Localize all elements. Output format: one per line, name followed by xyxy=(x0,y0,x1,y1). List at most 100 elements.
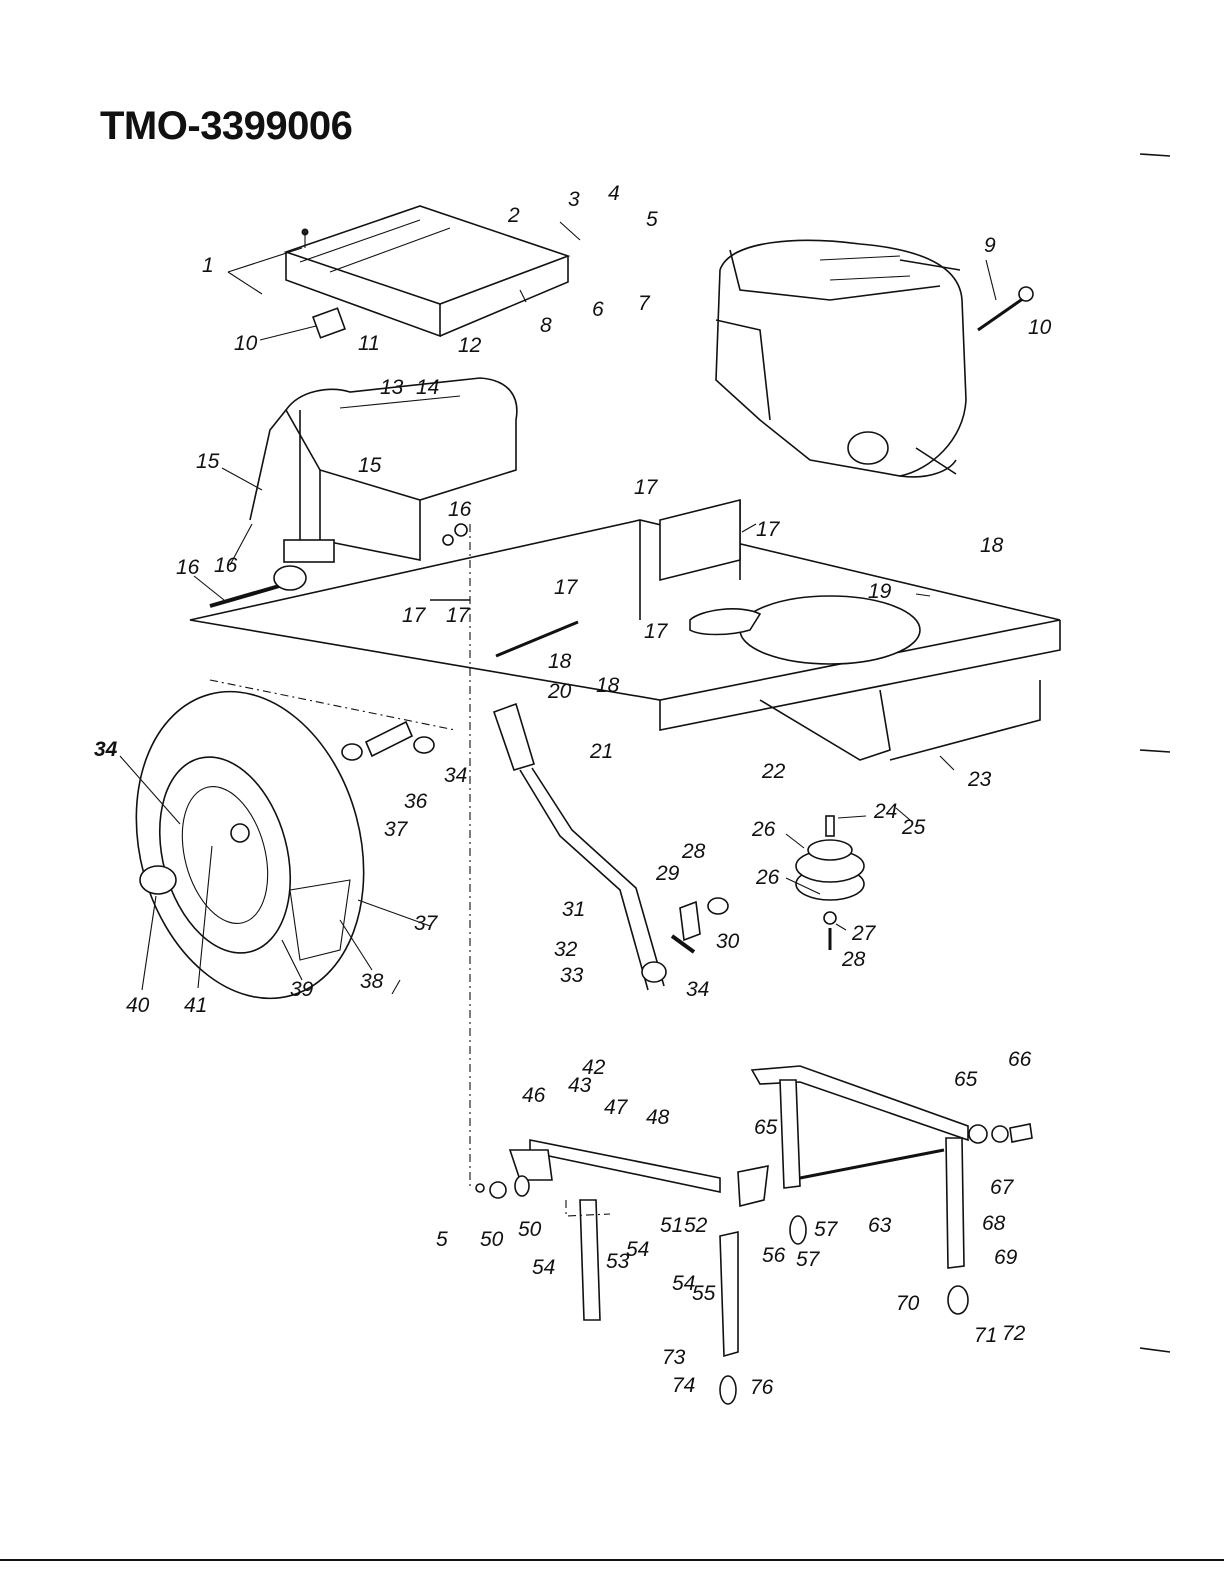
callout-72: 15 xyxy=(196,450,220,473)
callout-50: 42 xyxy=(582,1056,606,1079)
callout-48: 18 xyxy=(980,534,1004,557)
rear-wheel xyxy=(135,679,456,1000)
callout-17d: 53 xyxy=(606,1250,630,1273)
callout-16c: 73 xyxy=(662,1346,686,1369)
rear-axle xyxy=(209,523,579,658)
callout-37b: 66 xyxy=(1008,1048,1032,1071)
callout-1: 20 xyxy=(547,680,572,703)
callout-34: 57 xyxy=(796,1248,821,1271)
callout-37: 32 xyxy=(554,938,578,961)
margin-marks xyxy=(0,153,1224,1561)
wheel-spacers xyxy=(341,720,435,761)
callout-43: 17 xyxy=(756,518,781,541)
callout-13: 36 xyxy=(404,790,428,813)
callout-33: 2 xyxy=(507,204,520,227)
callout-16b: 68 xyxy=(982,1212,1006,1235)
callout-47: 40 xyxy=(126,994,150,1017)
callout-10b: 37 xyxy=(384,818,409,841)
callout-25: 22 xyxy=(761,760,786,783)
callout-20: 47 xyxy=(604,1096,629,1119)
engine xyxy=(715,239,1034,478)
callout-54b: 69 xyxy=(994,1246,1018,1269)
callout-52: 67 xyxy=(990,1176,1015,1199)
callout-4: 30 xyxy=(716,930,740,953)
callout-24: 26 xyxy=(751,818,776,841)
callout-23: 26 xyxy=(755,866,780,889)
callout-50b: 54 xyxy=(626,1238,649,1261)
model-title: TMO-3399006 xyxy=(100,104,353,148)
callout-42: 5 xyxy=(646,208,658,231)
callout-9: 24 xyxy=(873,800,897,823)
callout-56: 17 xyxy=(644,620,669,643)
callout-29: 34 xyxy=(94,738,118,761)
callout-73: 16 xyxy=(214,554,238,577)
callout-8: 10 xyxy=(1028,316,1052,339)
callout-57b: 5 xyxy=(436,1228,448,1251)
callout-22: 41 xyxy=(184,994,207,1017)
callout-32: 39 xyxy=(290,978,314,1001)
callout-3: 29 xyxy=(655,862,680,885)
callout-5b: 65 xyxy=(954,1068,978,1091)
callout-71: 8 xyxy=(540,314,552,337)
callout-27: 18 xyxy=(548,650,572,673)
callout-26b: 18 xyxy=(596,674,620,697)
callout-74: 7 xyxy=(638,292,651,315)
callout-39: 17 xyxy=(402,604,427,627)
callout-17b: 46 xyxy=(522,1084,546,1107)
callout-41: 23 xyxy=(967,768,992,791)
pedal-lever xyxy=(492,702,729,991)
lift-linkage xyxy=(469,524,1033,1405)
callout-57: 17 xyxy=(446,604,471,627)
callout-5: 28 xyxy=(681,840,706,863)
callout-40: 34 xyxy=(686,978,709,1001)
callout-53: 17 xyxy=(554,576,579,599)
callout-67: 13 xyxy=(380,376,404,399)
drive-pulley xyxy=(795,815,865,950)
callout-19: 50 xyxy=(480,1228,504,1251)
callout-69: 12 xyxy=(458,334,482,357)
callout-15b: 56 xyxy=(762,1244,786,1267)
callout-16: 65 xyxy=(754,1116,778,1139)
callout-30: 37 xyxy=(414,912,439,935)
callout-46: 19 xyxy=(868,580,892,603)
callout-21: 48 xyxy=(646,1106,670,1129)
callout-63: 4 xyxy=(608,182,620,205)
callout-66: 11 xyxy=(358,332,380,355)
callout-28: 3 xyxy=(568,188,580,211)
callout-76: 16 xyxy=(176,556,200,579)
main-frame xyxy=(189,259,1061,761)
callout-34b: 70 xyxy=(896,1292,920,1315)
callout-34c: 76 xyxy=(750,1376,774,1399)
callout-18c: 72 xyxy=(1002,1322,1026,1345)
callouts: 1 2 3 4 5 6 7 8 9 10 10 11 12 13 14 15 1… xyxy=(94,182,1052,1399)
callout-26: 1 xyxy=(202,254,214,277)
callout-12: 28 xyxy=(841,948,866,971)
callout-10: 34 xyxy=(444,764,467,787)
callout-51: 25 xyxy=(901,816,926,839)
callout-2: 21 xyxy=(589,740,613,763)
callout-65b: 15 xyxy=(358,454,382,477)
callout-17e: 55 xyxy=(692,1282,716,1305)
callout-36: 31 xyxy=(562,898,585,921)
leader-lines xyxy=(119,221,997,995)
callout-70: 10 xyxy=(234,332,258,355)
callout-17a: 43 xyxy=(568,1074,592,1097)
callout-54: 57 xyxy=(814,1218,839,1241)
callout-54c: 74 xyxy=(672,1374,695,1397)
callout-18b: 54 xyxy=(672,1272,695,1295)
callout-17c: 52 xyxy=(684,1214,708,1237)
callout-65: 6 xyxy=(592,298,604,321)
callout-28b: 14 xyxy=(416,376,439,399)
callout-31: 38 xyxy=(360,970,384,993)
callout-14: 63 xyxy=(868,1214,892,1237)
callout-38: 33 xyxy=(560,964,584,987)
fender-body xyxy=(249,307,518,561)
callout-15: 50 xyxy=(518,1218,542,1241)
callout-55: 54 xyxy=(532,1256,555,1279)
callout-68: 16 xyxy=(448,498,472,521)
callout-6: 17 xyxy=(634,476,659,499)
callout-7: 9 xyxy=(984,234,996,257)
callout-17f: 71 xyxy=(974,1324,997,1347)
